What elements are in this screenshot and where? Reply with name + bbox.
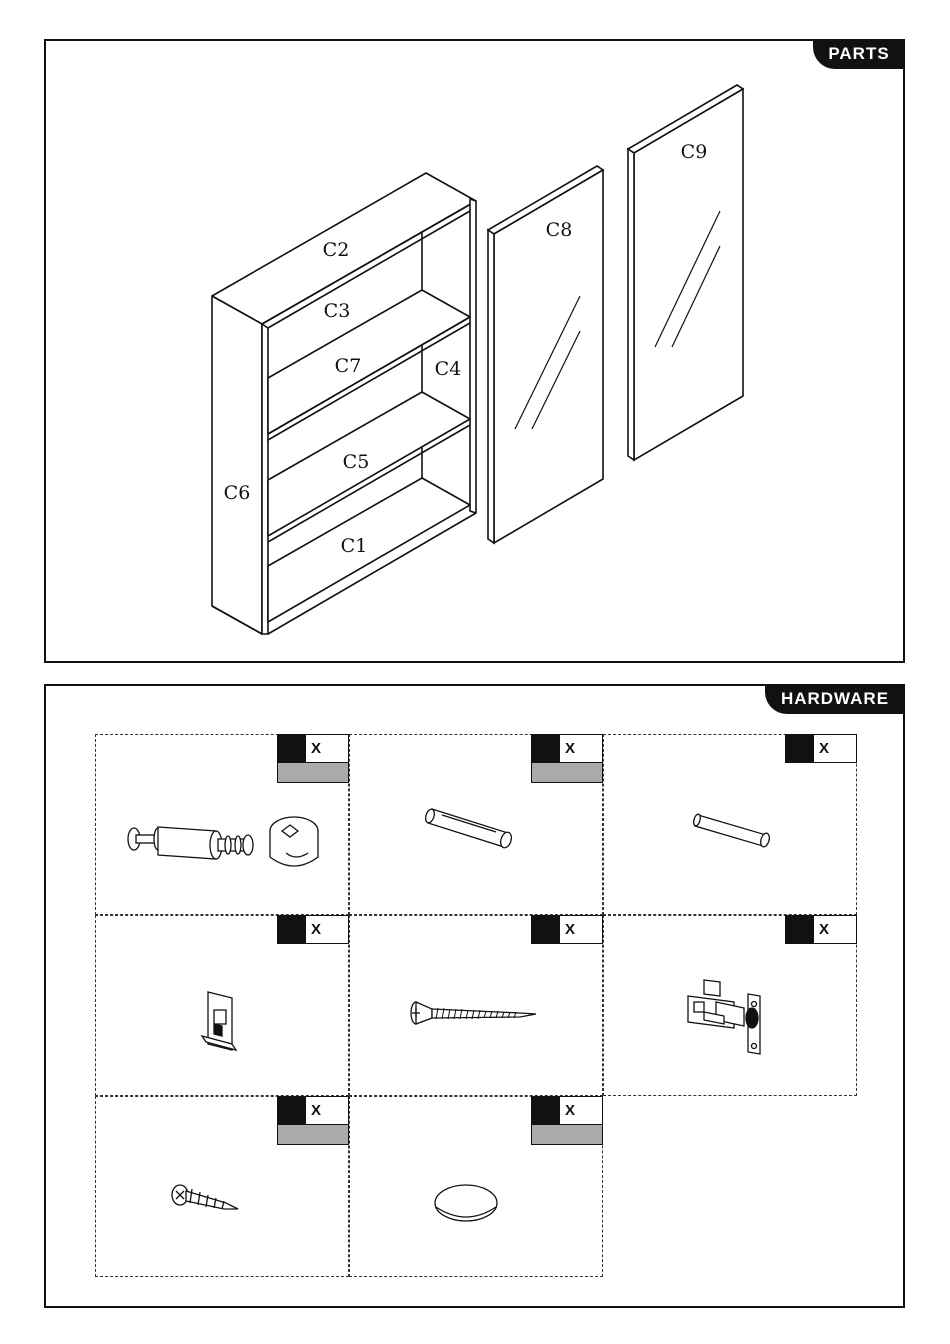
hardware-cell-hinge: X	[603, 915, 857, 1096]
cam-lock-icon	[96, 735, 350, 916]
label-c5: C5	[343, 451, 370, 473]
dowel-large-icon	[350, 735, 604, 916]
label-c2: C2	[323, 239, 350, 261]
parts-panel: PARTS	[44, 39, 905, 663]
hardware-panel: HARDWARE X	[44, 684, 905, 1308]
label-c8: C8	[546, 219, 573, 241]
long-screw-icon	[350, 916, 604, 1097]
hardware-cell-cam-lock: X	[95, 734, 349, 915]
short-screw-icon	[96, 1097, 350, 1278]
label-c1: C1	[341, 535, 368, 557]
hardware-cell-bracket: X	[95, 915, 349, 1096]
parts-diagram: C2 C3 C7 C4 C5 C6 C1 C8 C9	[46, 41, 903, 661]
felt-pad-icon	[350, 1097, 604, 1278]
hardware-cell-long-screw: X	[349, 915, 603, 1096]
hinge-icon	[604, 916, 858, 1097]
hardware-cell-dowel-large: X	[349, 734, 603, 915]
label-c4: C4	[435, 358, 462, 380]
hardware-cell-dowel-small: X	[603, 734, 857, 915]
hardware-cell-short-screw: X	[95, 1096, 349, 1277]
label-c9: C9	[681, 141, 708, 163]
hardware-cell-felt-pad: X	[349, 1096, 603, 1277]
label-c7: C7	[335, 355, 362, 377]
label-c6: C6	[224, 482, 251, 504]
wall-bracket-icon	[96, 916, 350, 1097]
hardware-tab: HARDWARE	[765, 684, 905, 714]
dowel-small-icon	[604, 735, 858, 916]
label-c3: C3	[324, 300, 351, 322]
